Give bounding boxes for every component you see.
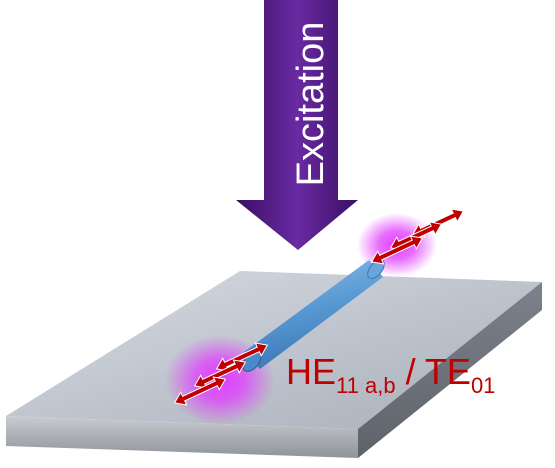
mode-label-he: HE: [286, 351, 336, 392]
substrate-front-face: [6, 416, 358, 458]
excitation-label: Excitation: [290, 22, 332, 187]
mode-label: HE11 a,b / TE01: [286, 351, 495, 398]
mode-label-separator: /: [396, 351, 425, 392]
excitation-arrow-icon: [236, 0, 358, 250]
substrate-side-face: [358, 282, 542, 458]
mode-label-he-subscript: 11 a,b: [336, 373, 396, 398]
mode-label-te-subscript: 01: [471, 373, 495, 398]
mode-label-te: TE: [425, 351, 471, 392]
